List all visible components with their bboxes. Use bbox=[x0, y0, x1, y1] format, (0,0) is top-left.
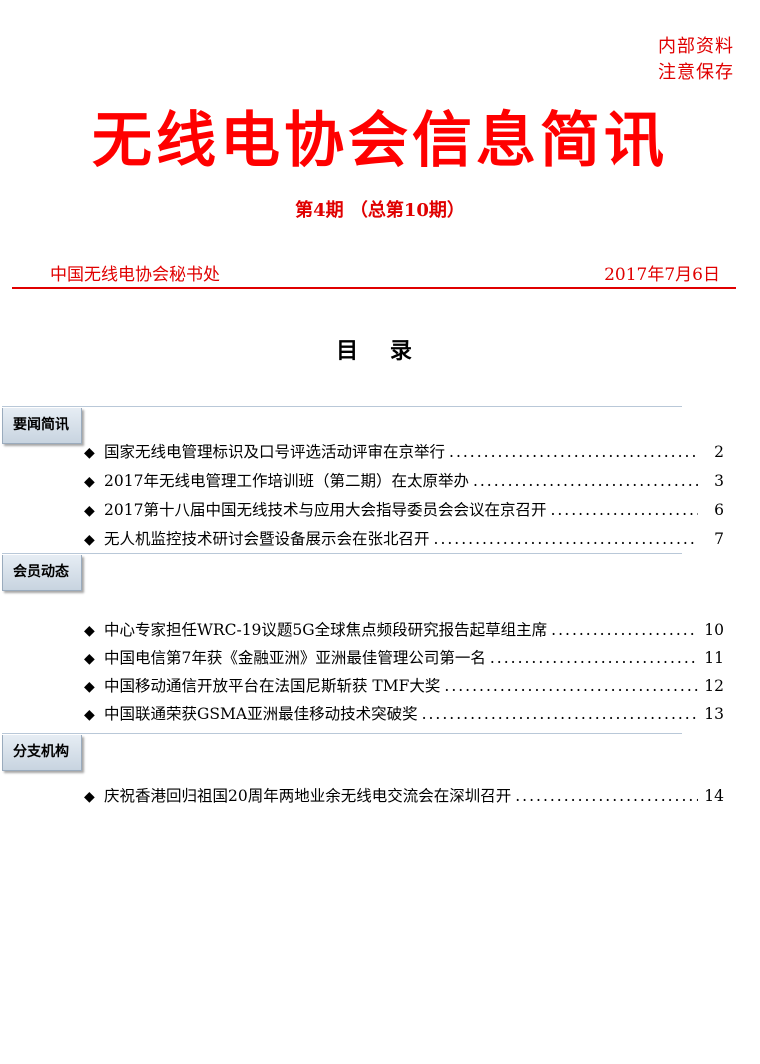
toc-item[interactable]: ◆ 中心专家担任WRC-19议题5G全球焦点频段研究报告起草组主席 10 bbox=[84, 618, 724, 640]
toc-item-page: 10 bbox=[704, 621, 724, 639]
toc-item[interactable]: ◆ 中国联通荣获GSMA亚洲最佳移动技术突破奖 13 bbox=[84, 702, 724, 724]
leader-dots bbox=[490, 649, 698, 667]
section-tab-news: 要闻简讯 bbox=[2, 408, 82, 444]
leader-dots bbox=[515, 787, 698, 805]
issue-number: 第4期 （总第10期） bbox=[295, 200, 465, 221]
toc-item-title: 中心专家担任WRC-19议题5G全球焦点频段研究报告起草组主席 bbox=[104, 621, 548, 639]
toc-item-page: 6 bbox=[714, 501, 724, 519]
toc-item-page: 14 bbox=[704, 787, 724, 805]
toc-item-title: 中国移动通信开放平台在法国尼斯斩获 TMF大奖 bbox=[104, 677, 441, 695]
toc-item[interactable]: ◆ 国家无线电管理标识及口号评选活动评审在京举行 2 bbox=[84, 440, 724, 462]
notice-line-1: 内部资料 bbox=[658, 36, 734, 57]
leader-dots bbox=[444, 677, 698, 695]
diamond-bullet-icon: ◆ bbox=[84, 623, 95, 639]
toc-item[interactable]: ◆ 中国移动通信开放平台在法国尼斯斩获 TMF大奖 12 bbox=[84, 674, 724, 696]
diamond-bullet-icon: ◆ bbox=[84, 707, 95, 723]
toc-item[interactable]: ◆ 无人机监控技术研讨会暨设备展示会在张北召开 7 bbox=[84, 527, 724, 549]
header-divider bbox=[12, 287, 736, 289]
toc-item-page: 2 bbox=[714, 443, 724, 461]
toc-item-title: 国家无线电管理标识及口号评选活动评审在京举行 bbox=[104, 443, 446, 461]
section-tab-branches: 分支机构 bbox=[2, 735, 82, 771]
diamond-bullet-icon: ◆ bbox=[84, 503, 95, 519]
toc-item-page: 7 bbox=[714, 530, 724, 548]
publisher-name: 中国无线电协会秘书处 bbox=[50, 265, 220, 285]
toc-item[interactable]: ◆ 庆祝香港回归祖国20周年两地业余无线电交流会在深圳召开 14 bbox=[84, 784, 724, 806]
masthead-title: 无线电协会信息简讯 bbox=[92, 106, 668, 176]
diamond-bullet-icon: ◆ bbox=[84, 445, 95, 461]
section-branches: 分支机构 bbox=[2, 733, 682, 771]
diamond-bullet-icon: ◆ bbox=[84, 789, 95, 805]
toc-item-title: 2017第十八届中国无线技术与应用大会指导委员会会议在京召开 bbox=[104, 501, 547, 519]
toc-item-title: 2017年无线电管理工作培训班（第二期）在太原举办 bbox=[104, 472, 469, 490]
diamond-bullet-icon: ◆ bbox=[84, 651, 95, 667]
leader-dots bbox=[550, 501, 698, 519]
diamond-bullet-icon: ◆ bbox=[84, 532, 95, 548]
leader-dots bbox=[551, 621, 698, 639]
internal-notice: 内部资料 注意保存 bbox=[658, 34, 734, 86]
toc-item-page: 3 bbox=[714, 472, 724, 490]
toc-item-page: 13 bbox=[704, 705, 724, 723]
toc-item-title: 庆祝香港回归祖国20周年两地业余无线电交流会在深圳召开 bbox=[104, 787, 512, 805]
toc-item-page: 11 bbox=[704, 649, 724, 667]
leader-dots bbox=[449, 443, 698, 461]
publisher-row: 中国无线电协会秘书处 2017年7月6日 bbox=[50, 260, 720, 285]
leader-dots bbox=[473, 472, 698, 490]
section-news: 要闻简讯 bbox=[2, 406, 682, 444]
toc-item[interactable]: ◆ 2017第十八届中国无线技术与应用大会指导委员会会议在京召开 6 bbox=[84, 498, 724, 520]
notice-line-2: 注意保存 bbox=[658, 62, 734, 83]
toc-item[interactable]: ◆ 中国电信第7年获《金融亚洲》亚洲最佳管理公司第一名 11 bbox=[84, 646, 724, 668]
publish-date: 2017年7月6日 bbox=[604, 265, 720, 285]
diamond-bullet-icon: ◆ bbox=[84, 679, 95, 695]
toc-item-page: 12 bbox=[704, 677, 724, 695]
toc-item-title: 中国联通荣获GSMA亚洲最佳移动技术突破奖 bbox=[104, 705, 418, 723]
leader-dots bbox=[422, 705, 698, 723]
diamond-bullet-icon: ◆ bbox=[84, 474, 95, 490]
toc-item-title: 无人机监控技术研讨会暨设备展示会在张北召开 bbox=[104, 530, 430, 548]
section-members: 会员动态 bbox=[2, 553, 682, 591]
toc-item-title: 中国电信第7年获《金融亚洲》亚洲最佳管理公司第一名 bbox=[104, 649, 486, 667]
section-tab-members: 会员动态 bbox=[2, 555, 82, 591]
leader-dots bbox=[434, 530, 698, 548]
toc-item[interactable]: ◆ 2017年无线电管理工作培训班（第二期）在太原举办 3 bbox=[84, 469, 724, 491]
toc-title: 目 录 bbox=[336, 339, 424, 364]
